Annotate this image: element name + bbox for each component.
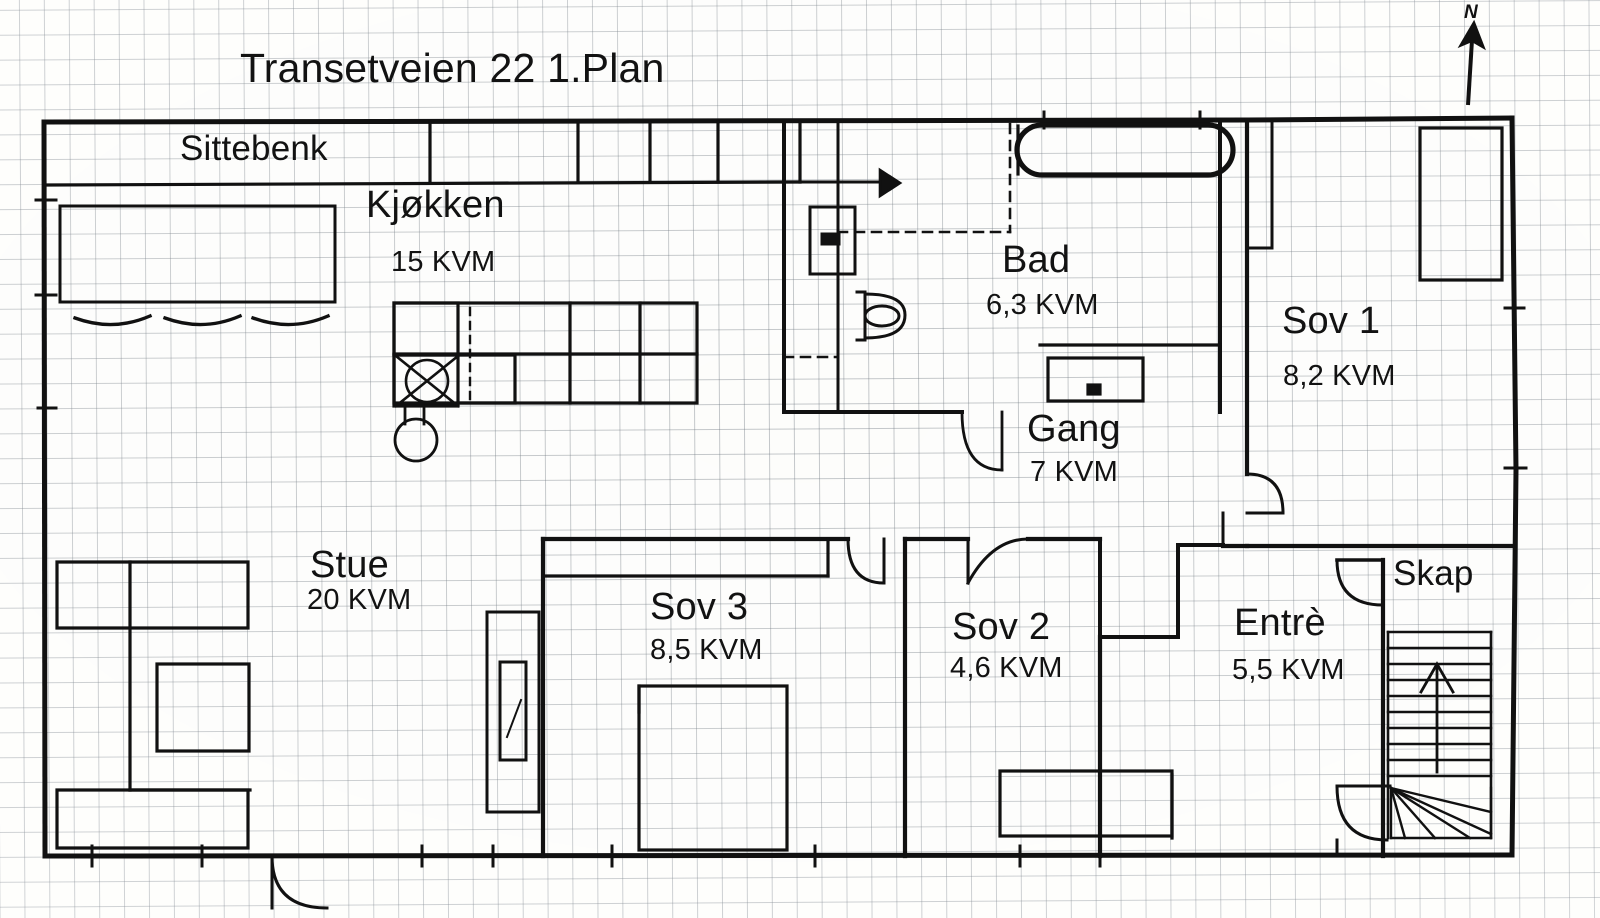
room-area-bad: 6,3 KVM (986, 289, 1099, 321)
sov1-walls (1220, 117, 1515, 549)
kitchen-counter (392, 301, 699, 408)
sov3-door-swing (846, 537, 886, 585)
sov1-closet-strip (1245, 120, 1274, 250)
compass-north-label: N (1464, 2, 1478, 23)
bathroom-door-swing (960, 410, 1004, 472)
sov2-door-swing (965, 537, 1030, 586)
sittebenk-bench (46, 120, 802, 187)
shower-head-icon (878, 167, 903, 199)
staircase-up-arrow (1419, 661, 1455, 774)
bathtub-body (1014, 122, 1236, 178)
sofa-sectional (55, 560, 252, 850)
stove-icon (394, 354, 460, 408)
room-label-bad: Bad (1002, 239, 1071, 281)
north-arrow-icon (1457, 19, 1486, 106)
room-label-kjokken: Kjøkken (366, 184, 505, 226)
room-label-sov3: Sov 3 (650, 586, 749, 628)
gang-cabinet (1038, 343, 1222, 414)
entrance-door-swing (1335, 784, 1392, 858)
washbasin (808, 205, 857, 276)
wardrobe-sov3 (485, 610, 541, 814)
bed-sov3 (637, 684, 789, 852)
page-title: Transetveien 22 1.Plan (240, 45, 665, 91)
staircase-winders (1389, 786, 1493, 840)
room-area-gang: 7 KVM (1030, 456, 1119, 488)
bed-sov2 (998, 769, 1174, 840)
gang-walls (1098, 538, 1225, 639)
dining-chairs (72, 313, 331, 327)
room-label-sov1: Sov 1 (1282, 300, 1381, 342)
room-area-sov3: 8,5 KVM (650, 634, 763, 666)
room-label-gang: Gang (1027, 408, 1121, 450)
room-label-stue: Stue (310, 544, 389, 586)
wardrobe-sov1 (1418, 126, 1504, 282)
shower-enclosure (782, 122, 1012, 359)
sov3-inner-ledge (543, 537, 830, 578)
annotation-skap: Skap (1393, 554, 1474, 593)
annotation-sittebenk: Sittebenk (180, 129, 328, 168)
room-area-kjokken: 15 KVM (391, 246, 496, 278)
room-area-entre: 5,5 KVM (1232, 654, 1345, 686)
sink-icon (393, 406, 439, 463)
patio-door-swing (270, 854, 329, 910)
room-label-sov2: Sov 2 (952, 606, 1051, 648)
bathroom-inner-partition (782, 120, 886, 414)
room-area-stue: 20 KVM (307, 584, 412, 616)
coffee-table (155, 662, 251, 753)
room-label-entre: Entrè (1234, 602, 1326, 644)
dining-table (58, 204, 337, 304)
right-wall-window-ticks (1503, 306, 1528, 470)
interior-lower-walls (540, 536, 1386, 859)
entre-door-swing (1335, 558, 1385, 607)
room-area-sov1: 8,2 KVM (1283, 360, 1396, 392)
toilet (855, 290, 907, 342)
exterior-walls (41, 115, 1519, 859)
room-area-sov2: 4,6 KVM (950, 652, 1063, 684)
left-wall-window-ticks (34, 198, 58, 410)
bathtub (1016, 124, 1234, 176)
sov1-door-swing (1221, 472, 1285, 548)
